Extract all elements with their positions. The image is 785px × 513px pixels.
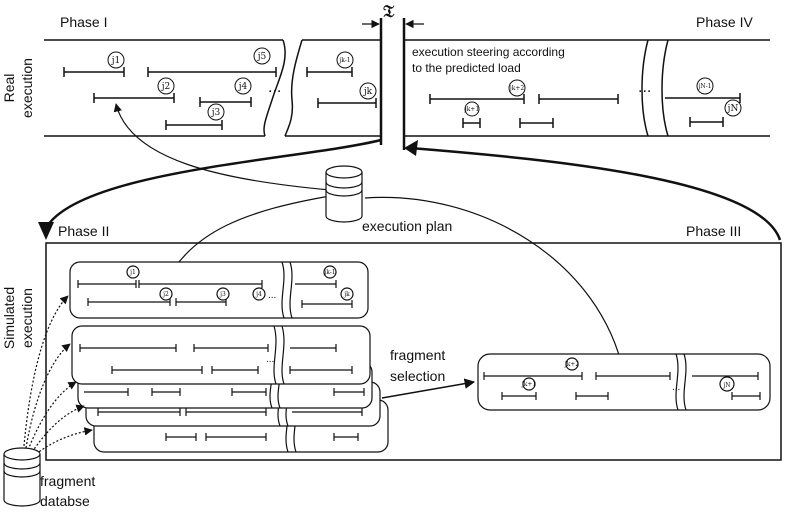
- fragment-top: [69, 261, 369, 319]
- real-label-1: Real: [1, 74, 17, 103]
- real-execution-band: [44, 18, 770, 150]
- ellipsis: ...: [266, 354, 274, 365]
- real-label-2: execution: [19, 58, 35, 118]
- fragment-db-label-1: fragment: [40, 473, 95, 489]
- fragment-db-label-2: databse: [40, 493, 90, 509]
- simulated-execution-box: [45, 242, 782, 461]
- real-job-labels: j1 j5 j2 j4 j3 jk-1 jk jk+2 jk+1 jN-1 jN: [111, 52, 739, 118]
- job-label: j2: [161, 82, 171, 92]
- arrowhead-phase2: [38, 222, 54, 240]
- arrow-to-phase2: [44, 138, 382, 229]
- real-job-circles: [107, 47, 742, 121]
- job-label: jk+2: [509, 85, 525, 92]
- job-label: j3: [219, 291, 226, 298]
- steering-text-1: execution steering according: [412, 45, 565, 59]
- fragment-stack: [71, 325, 389, 453]
- job-label: jN: [727, 104, 739, 114]
- job-label: jk+1: [464, 106, 479, 113]
- job-label: j3: [211, 108, 221, 118]
- phase-label-4: Phase IV: [696, 14, 753, 30]
- real-mid-jobs: [306, 67, 377, 108]
- fragment-selection-label-1: fragment: [390, 347, 445, 363]
- job-label: jk: [363, 87, 373, 97]
- tau-symbol: 𝔗: [383, 2, 395, 21]
- job-label: j2: [162, 291, 169, 298]
- job-label: jk-1: [338, 57, 350, 64]
- fragment-selected: [477, 353, 771, 411]
- execution-plan-db-icon: [325, 165, 363, 223]
- job-label: jk+1: [521, 381, 536, 388]
- fragment-selected-labels: jk+2 jk+1 jN: [521, 361, 731, 389]
- arrow-plan-to-real: [113, 103, 331, 191]
- ellipsis: ...: [268, 290, 276, 301]
- fragment-db-icon: [3, 447, 41, 507]
- job-label: j4: [238, 82, 248, 92]
- ellipsis: ...: [268, 79, 281, 96]
- job-label: j1: [129, 269, 136, 276]
- arrowhead-phase4: [404, 140, 418, 156]
- job-label: jN-1: [698, 83, 712, 90]
- fragment-selection-label-2: selection: [390, 368, 445, 384]
- db-dotted-arrows: [23, 295, 93, 455]
- job-label: j1: [111, 56, 121, 66]
- steering-text-2: to the predicted load: [412, 61, 521, 75]
- real-right-jobs: [429, 93, 741, 128]
- real-left-jobs: [63, 67, 277, 130]
- arrow-plan-to-selected: [364, 196, 627, 375]
- job-label: jk: [343, 291, 350, 298]
- execution-plan-label: execution plan: [362, 218, 452, 234]
- sim-label-1: Simulated: [1, 287, 17, 349]
- ellipsis: ...: [638, 79, 651, 96]
- ellipsis: ...: [672, 382, 680, 393]
- phase-label-1: Phase I: [60, 14, 107, 30]
- arrow-fragment-selection: [381, 378, 476, 399]
- arrow-to-phase4: [409, 146, 782, 241]
- job-label: jk-1: [323, 269, 335, 276]
- phase-label-3: Phase III: [686, 223, 741, 239]
- job-label: jk+2: [564, 361, 580, 368]
- sim-label-2: execution: [19, 288, 35, 348]
- fragment-top-labels: j1 jk-1 j2 j3 j4 jk: [129, 269, 350, 298]
- job-label: j4: [255, 291, 262, 298]
- phase-label-2: Phase II: [58, 223, 109, 239]
- job-label: j5: [257, 52, 267, 62]
- job-label: jN: [722, 382, 730, 389]
